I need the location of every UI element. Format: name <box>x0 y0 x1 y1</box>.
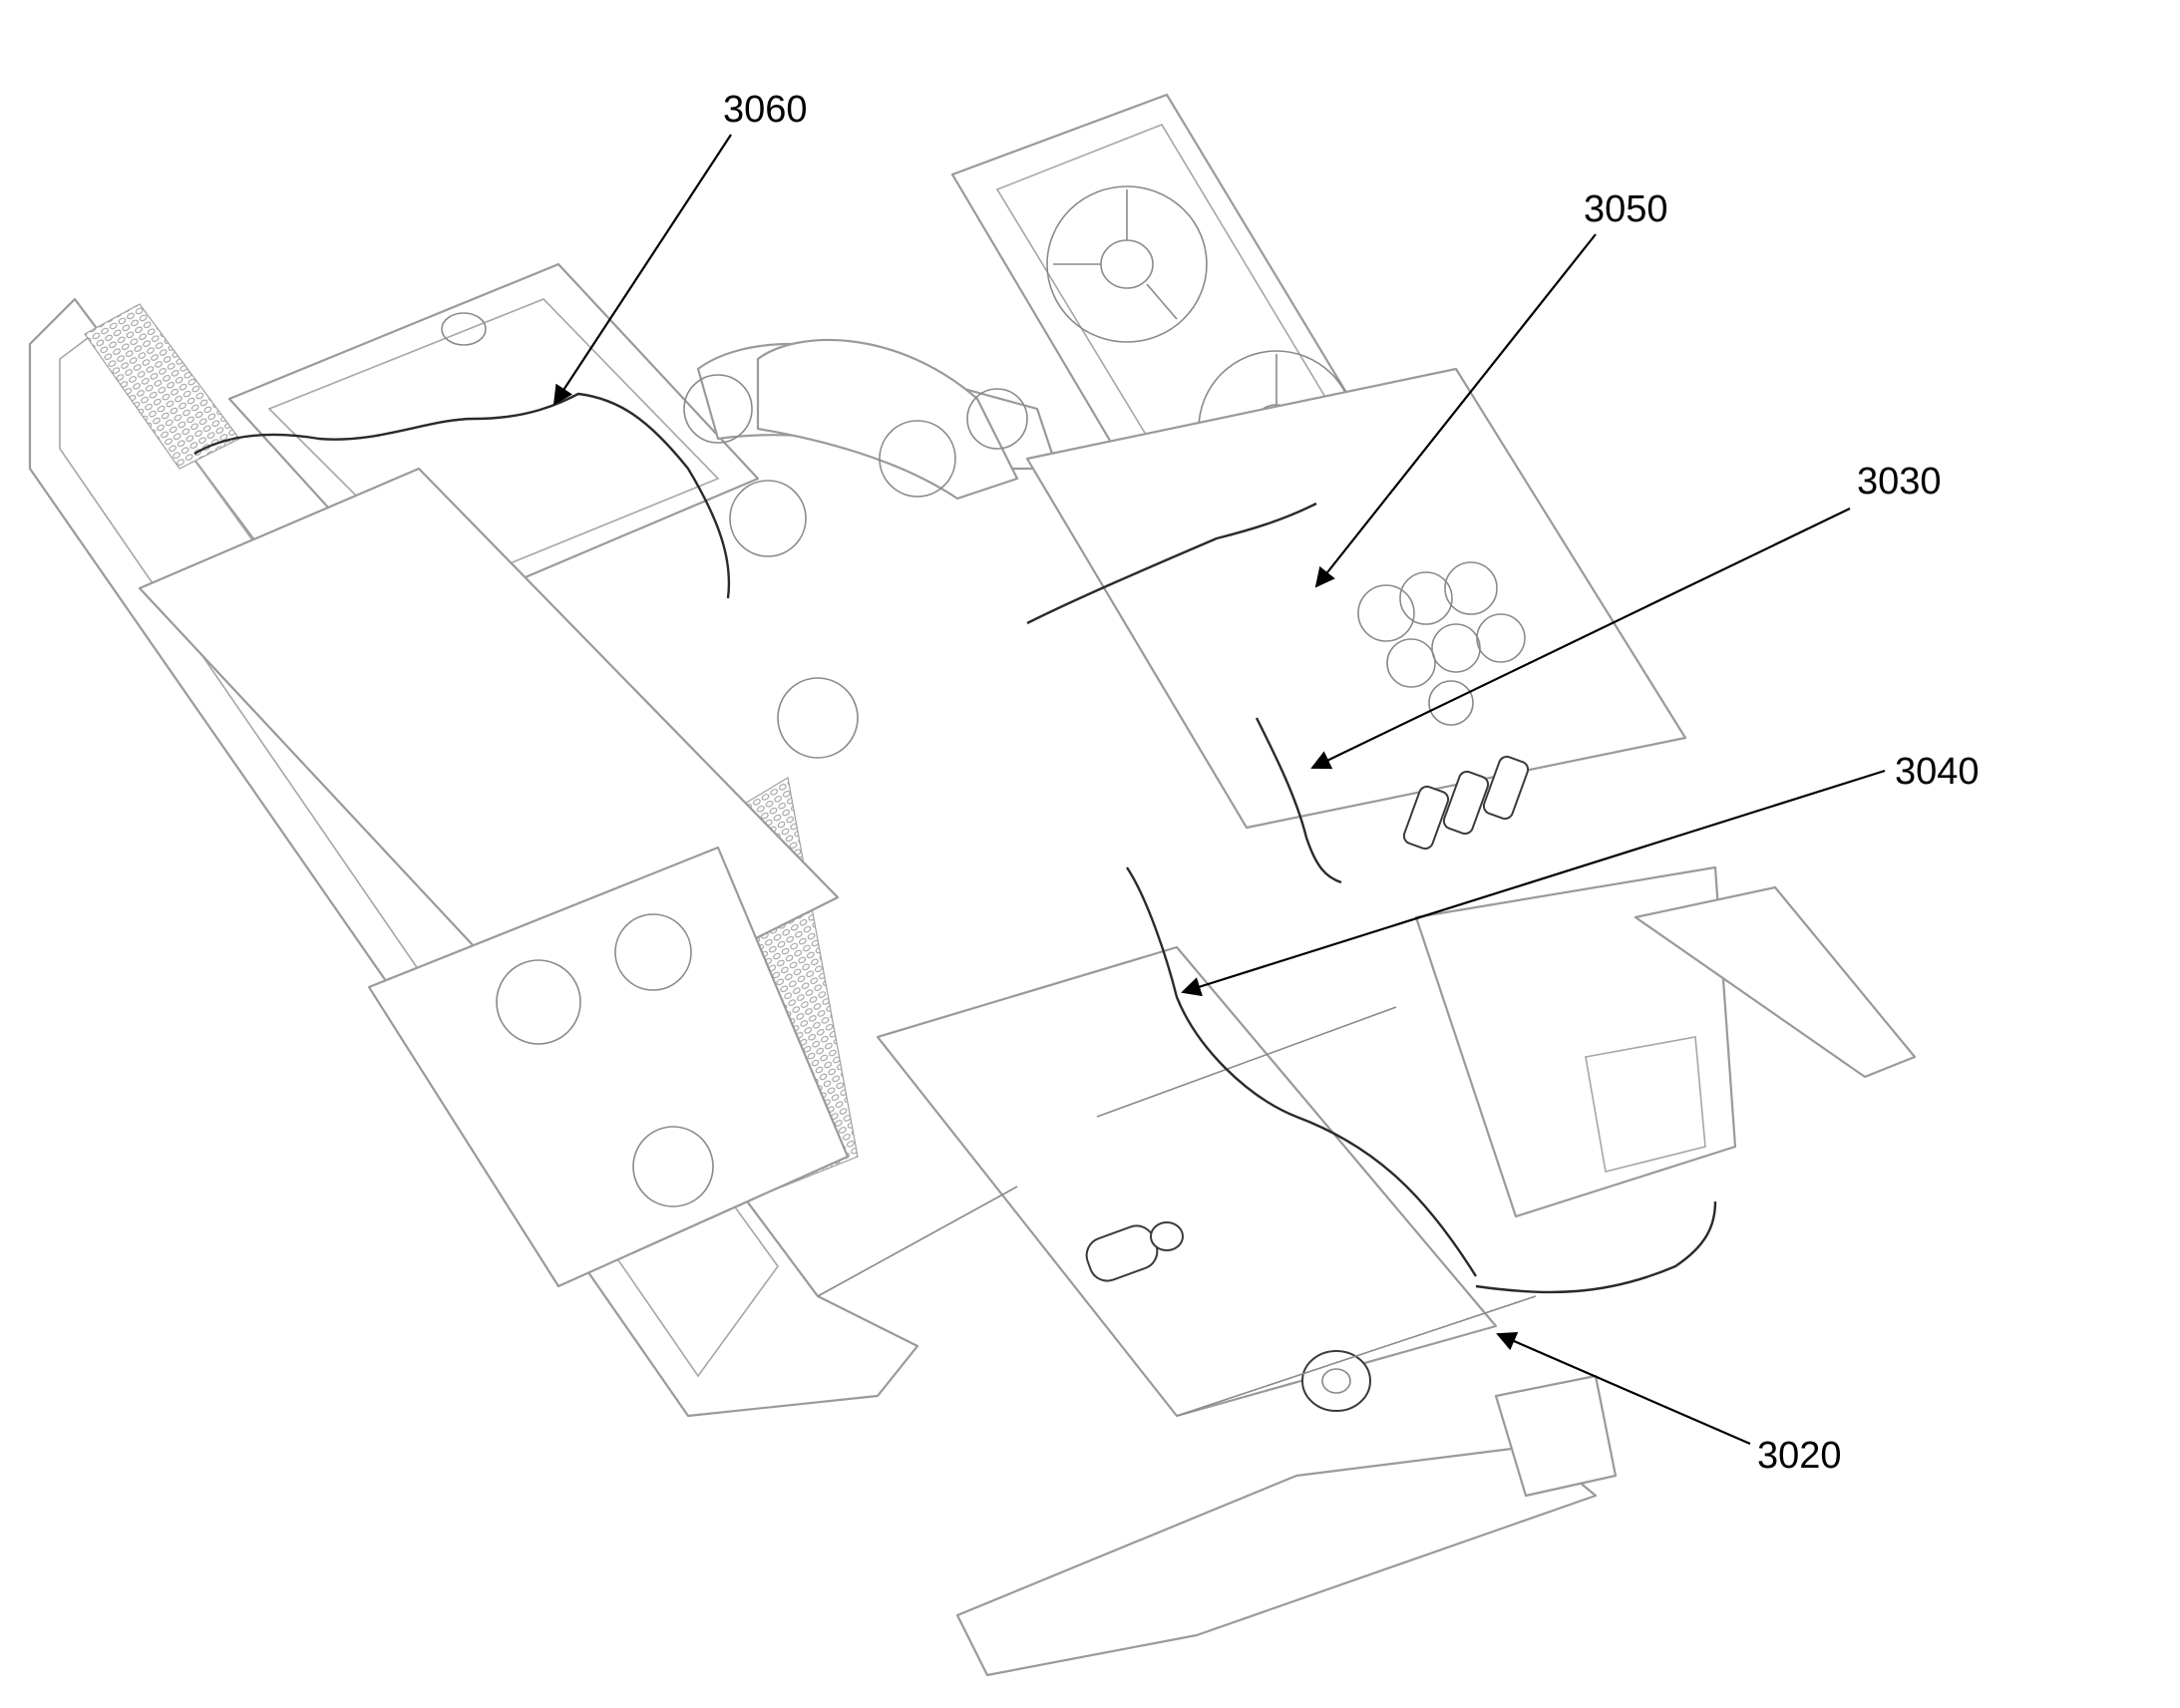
callout-3060: 3060 <box>552 89 808 406</box>
harness-3060 <box>193 392 731 599</box>
callout-label-3030: 3030 <box>1857 461 1942 503</box>
leader-line-3060 <box>552 134 732 406</box>
leader-line-3020 <box>1496 1332 1751 1446</box>
harness-3040 <box>1126 866 1478 1277</box>
gauge-cluster <box>1357 561 1526 726</box>
callout-3020: 3020 <box>1496 1332 1842 1477</box>
wiring-harnesses <box>193 392 1717 1294</box>
harness-3050 <box>1026 502 1317 625</box>
tank-port <box>441 312 487 346</box>
harness-3030 <box>1255 717 1342 884</box>
radiator-box <box>1414 865 1737 1218</box>
radiator-grille <box>1585 1036 1706 1173</box>
callout-3040: 3040 <box>1181 751 1980 997</box>
lower-pump <box>1301 1350 1371 1412</box>
left-mesh-grille <box>84 303 240 470</box>
port-c <box>632 1126 714 1207</box>
left-body-port <box>777 677 859 759</box>
harness-3020 <box>1475 1200 1717 1294</box>
upper-fan-icon <box>1046 185 1208 343</box>
callout-3050: 3050 <box>1314 188 1668 588</box>
port-b <box>614 913 692 991</box>
leader-line-3040 <box>1181 769 1886 997</box>
lower-left-box <box>367 846 850 1288</box>
lower-center-frame <box>876 945 1498 1418</box>
callout-label-3050: 3050 <box>1584 188 1668 230</box>
front-cross-member <box>955 1444 1598 1677</box>
leader-line-3050 <box>1314 233 1597 588</box>
right-deck <box>1025 367 1687 830</box>
callout-label-3060: 3060 <box>723 89 808 131</box>
leader-line-3030 <box>1310 508 1851 770</box>
port-a <box>496 959 581 1045</box>
callout-label-3020: 3020 <box>1757 1435 1842 1477</box>
right-hood <box>1634 885 1917 1079</box>
callout-label-3040: 3040 <box>1895 751 1980 793</box>
starter-motor <box>1085 1221 1184 1282</box>
frame-art <box>28 93 1917 1677</box>
boom-arms <box>683 338 1059 557</box>
filter-canisters <box>1402 755 1530 851</box>
front-bumper-block <box>1494 1374 1618 1498</box>
callout-3030: 3030 <box>1310 461 1942 770</box>
